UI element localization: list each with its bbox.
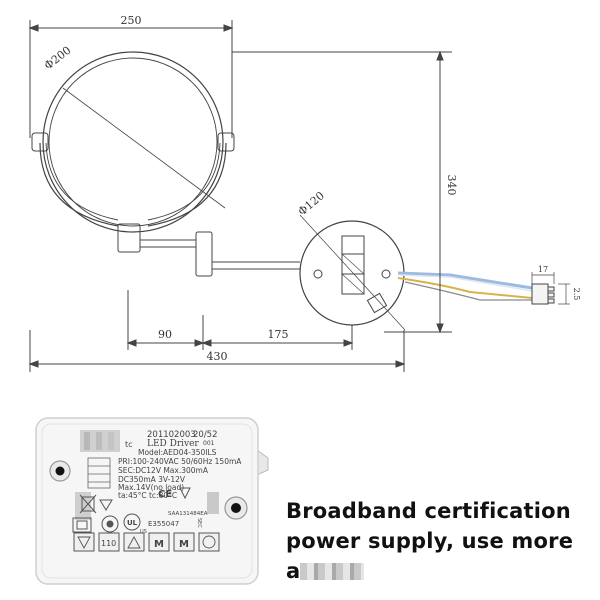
caption: Broadband certification power supply, us… [286, 496, 586, 586]
technical-drawing: 250 Φ200 [28, 14, 581, 372]
driver-pri: PRI:100-240VAC 50/60Hz 150mA [118, 457, 242, 466]
caption-line-2: power supply, use more a [286, 526, 586, 586]
dim-arm-outer-label: 175 [268, 328, 289, 341]
marking-box-row [73, 532, 220, 552]
certification-marks: UL US CE SEC 110 M M [72, 487, 220, 552]
dimension-arm [126, 290, 354, 350]
led-driver-label-text: 201102003 20/52 001 tc LED Driver Model:… [118, 430, 242, 528]
driver-sec: SEC:DC12V Max.300mA [118, 466, 209, 475]
driver-temps: ta:45°C tc:80°C [118, 491, 177, 500]
dim-mirror-diameter-label: Φ200 [42, 44, 74, 73]
mark-m1: M [154, 539, 164, 550]
dim-overall-width-label: 250 [121, 14, 142, 27]
dim-base-diameter-label: Φ120 [296, 189, 327, 218]
ul-logo-icon [123, 513, 141, 531]
dimension-height [232, 50, 452, 334]
mark-us: US [140, 529, 147, 535]
driver-side-code: SAA131484EA [168, 511, 208, 517]
mark-ul: UL [127, 519, 138, 527]
ac-input-icon [99, 499, 113, 511]
wire-connector [531, 272, 570, 305]
rcm-icon [179, 487, 191, 500]
driver-batch-sub: 001 [203, 440, 215, 447]
mark-ce: CE [158, 489, 172, 500]
double-insulation-icon [72, 517, 92, 533]
dimension-overall-width [28, 20, 234, 138]
driver-batch: 201102003 [147, 430, 196, 440]
mark-m2: M [179, 539, 189, 550]
driver-prefix: tc [125, 440, 133, 449]
swing-arm [140, 231, 300, 277]
dim-arm-inner-label: 90 [158, 328, 172, 341]
power-wires [397, 271, 533, 301]
lamp-icon [101, 515, 119, 533]
driver-cert-code: E355047 [148, 520, 179, 528]
caption-line-2-text: power supply, use more a [286, 529, 574, 583]
wall-base [299, 214, 406, 331]
driver-max-noload: Max.14V(no load) [118, 483, 184, 492]
dim-total-reach-label: 430 [207, 350, 228, 363]
driver-dc: DC350mA 3V-12V [118, 475, 186, 484]
dimension-total-reach [28, 330, 406, 372]
caption-line-1: Broadband certification [286, 499, 571, 523]
mirror-head [31, 51, 235, 253]
driver-model: Model:AED04-350ILS [138, 448, 217, 457]
recycle-bin-icon [79, 494, 97, 514]
dim-height-label: 340 [445, 175, 458, 196]
mark-110: 110 [101, 539, 116, 548]
mark-sec: SEC [196, 518, 202, 528]
driver-batch-code: 20/52 [193, 430, 218, 440]
driver-product: LED Driver [147, 439, 199, 449]
caption-redacted-block [300, 563, 365, 580]
dim-connector-length-label: 17 [538, 265, 548, 274]
dim-connector-width-label: 2.5 [572, 288, 581, 301]
